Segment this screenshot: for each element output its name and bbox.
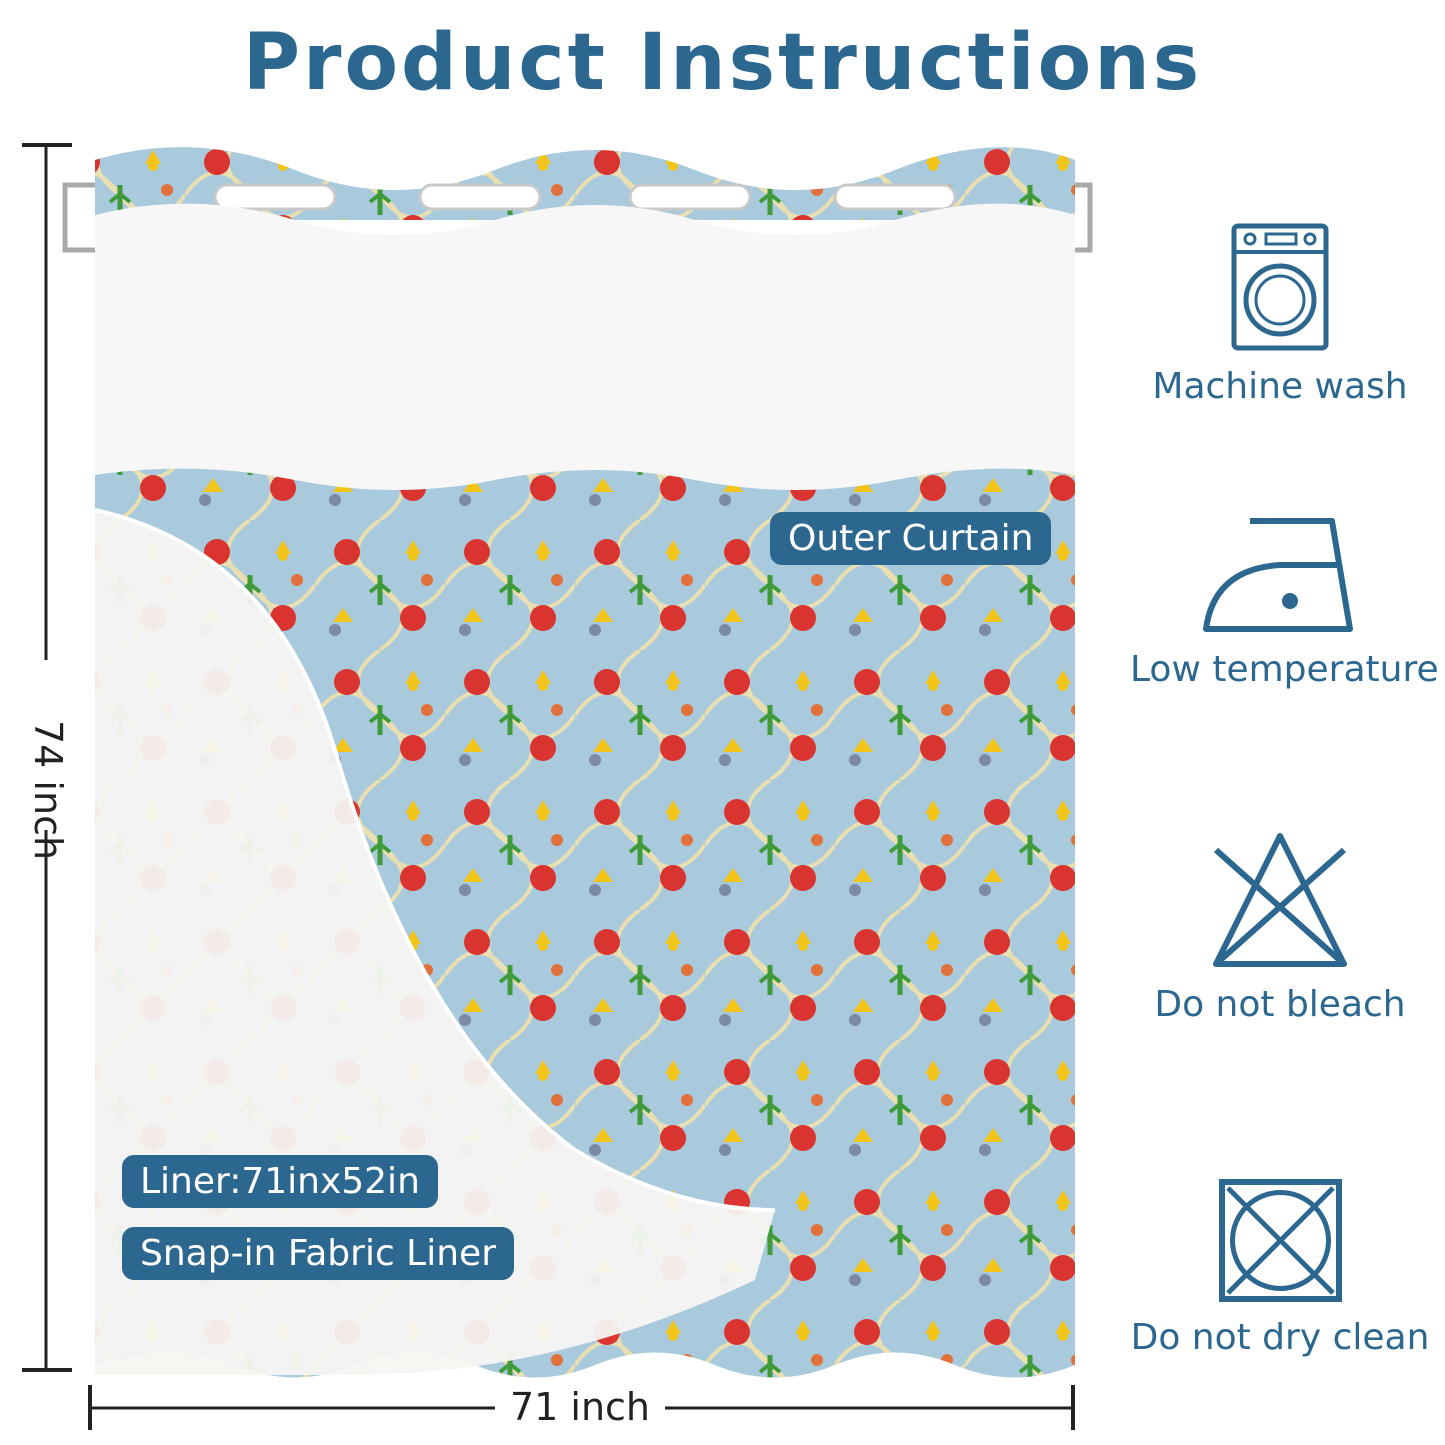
page-title: Product Instructions (242, 18, 1203, 108)
care-low-temperature: Low temperature (1130, 515, 1439, 690)
height-dimension-line (22, 143, 72, 1372)
curtain-illustration (62, 147, 1093, 1378)
care-label: Machine wash (1152, 366, 1408, 407)
care-label: Low temperature (1130, 649, 1439, 690)
care-label: Do not bleach (1154, 984, 1406, 1025)
care-machine-wash: Machine wash (1130, 222, 1430, 407)
liner-type-callout: Snap-in Fabric Liner (122, 1227, 515, 1280)
no-bleach-icon (1213, 833, 1347, 967)
liner-size-callout: Liner:71inx52in (122, 1155, 438, 1208)
width-dimension-line (88, 1385, 1075, 1430)
care-do-not-dry-clean: Do not dry clean (1130, 1178, 1430, 1358)
care-label: Do not dry clean (1130, 1317, 1430, 1358)
width-label: 71 inch (495, 1385, 665, 1429)
iron-low-icon (1203, 518, 1353, 632)
no-dry-clean-icon (1218, 1179, 1342, 1302)
care-do-not-bleach: Do not bleach (1130, 830, 1430, 1025)
outer-curtain-callout: Outer Curtain (770, 512, 1052, 565)
washing-machine-icon (1231, 223, 1329, 351)
